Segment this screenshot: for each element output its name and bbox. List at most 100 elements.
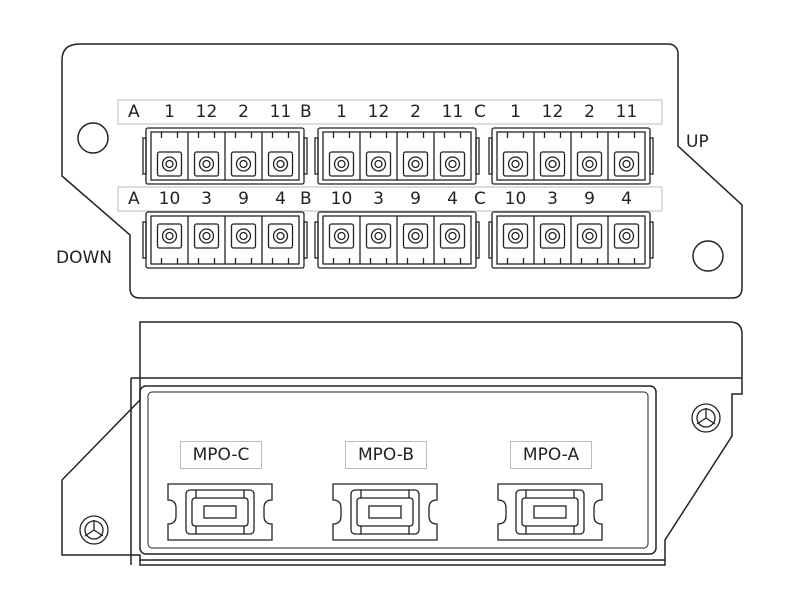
lc-port-tab — [617, 132, 636, 138]
adapter-latch — [649, 221, 654, 259]
lc-port-ferrule — [165, 159, 174, 169]
lc-port-housing — [230, 151, 257, 177]
adapter-latch — [475, 137, 480, 175]
adapter-block — [314, 211, 480, 269]
mpo-adapter-opening — [521, 497, 579, 527]
port-number: 12 — [195, 102, 218, 122]
screw-right — [691, 403, 721, 433]
lc-port-ferrule — [337, 159, 346, 169]
port-number: 9 — [584, 189, 595, 209]
screw-left — [79, 515, 109, 545]
adapter-block — [314, 127, 480, 185]
port-number: 4 — [275, 189, 286, 209]
mpo-housing — [350, 489, 420, 535]
bottom-label-bar — [117, 186, 663, 212]
lc-port-ferrule — [585, 159, 594, 169]
adapter-block — [488, 211, 654, 269]
lc-port-housing — [193, 151, 220, 177]
lc-port-ferrule — [239, 231, 248, 241]
lc-port-ring — [444, 228, 461, 244]
port-number: 1 — [164, 102, 175, 122]
lc-port-housing — [613, 151, 640, 177]
lc-port-housing — [365, 223, 392, 249]
adapter-latch — [303, 137, 308, 175]
lc-port-ferrule — [511, 159, 520, 169]
lc-port-housing — [267, 223, 294, 249]
lc-port-ferrule — [202, 231, 211, 241]
lc-port-ring — [272, 228, 289, 244]
adapter-latch — [475, 221, 480, 259]
lc-port-ferrule — [337, 231, 346, 241]
lc-port-ferrule — [411, 159, 420, 169]
lc-port-tab — [160, 132, 179, 138]
lc-port-tab — [369, 258, 388, 264]
lc-port-ring — [370, 156, 387, 172]
screw-slot-left — [84, 520, 104, 537]
lc-port-ring — [444, 156, 461, 172]
lc-port-ring — [370, 228, 387, 244]
lc-port-tab — [234, 258, 253, 264]
lc-port-ferrule — [622, 159, 631, 169]
lc-port-ring — [581, 156, 598, 172]
port-number: 9 — [410, 189, 421, 209]
port-number: 10 — [158, 189, 181, 209]
group-letter: B — [300, 102, 312, 122]
mpo-adapter-opening — [356, 497, 414, 527]
lc-port-ferrule — [374, 159, 383, 169]
mounting-hole-bottom-right — [692, 240, 724, 272]
lc-port-ring — [272, 156, 289, 172]
lc-port-housing — [193, 223, 220, 249]
rear-module — [61, 321, 743, 566]
mpo-clip — [195, 490, 245, 534]
port-number: 11 — [615, 102, 638, 122]
adapter-latch — [303, 221, 308, 259]
lc-port-ferrule — [448, 231, 457, 241]
lc-port-ring — [407, 228, 424, 244]
lc-port-ring — [161, 228, 178, 244]
port-number: 3 — [547, 189, 558, 209]
lc-port-ferrule — [622, 231, 631, 241]
lc-port-ring — [198, 228, 215, 244]
lc-port-ring — [333, 156, 350, 172]
lc-port-tab — [617, 258, 636, 264]
lc-port-ferrule — [548, 231, 557, 241]
port-number: 11 — [269, 102, 292, 122]
lc-port-housing — [502, 151, 529, 177]
screw-head-right — [691, 403, 721, 433]
lc-port-ring — [407, 156, 424, 172]
lc-port-housing — [402, 151, 429, 177]
lc-port-housing — [328, 151, 355, 177]
lc-port-ferrule — [276, 231, 285, 241]
lc-port-tab — [160, 258, 179, 264]
port-number: 2 — [584, 102, 595, 122]
lc-port-tab — [332, 258, 351, 264]
mpo-adapter-opening — [191, 497, 249, 527]
lc-port-ring — [581, 228, 598, 244]
adapter-latch — [142, 221, 147, 259]
lc-port-ring — [333, 228, 350, 244]
mpo-connectors — [167, 483, 603, 541]
lc-port-ring — [235, 156, 252, 172]
mpo-clip — [525, 490, 575, 534]
lc-port-tab — [443, 258, 462, 264]
mpo-housing — [185, 489, 255, 535]
port-number: 3 — [373, 189, 384, 209]
mpo-housing — [515, 489, 585, 535]
adapter-latch — [488, 137, 493, 175]
mpo-clip — [360, 490, 410, 534]
lc-port-housing — [576, 151, 603, 177]
port-number: 1 — [336, 102, 347, 122]
down-label: DOWN — [56, 248, 112, 268]
lc-port-tab — [369, 132, 388, 138]
group-letter: B — [300, 189, 312, 209]
lc-port-tab — [271, 132, 290, 138]
lc-port-ring — [198, 156, 215, 172]
lc-port-ring — [507, 156, 524, 172]
lc-port-ring — [544, 228, 561, 244]
mpo-flange — [497, 483, 603, 541]
lc-port-housing — [539, 223, 566, 249]
port-number: 2 — [410, 102, 421, 122]
lc-port-ferrule — [374, 231, 383, 241]
lc-port-housing — [502, 223, 529, 249]
